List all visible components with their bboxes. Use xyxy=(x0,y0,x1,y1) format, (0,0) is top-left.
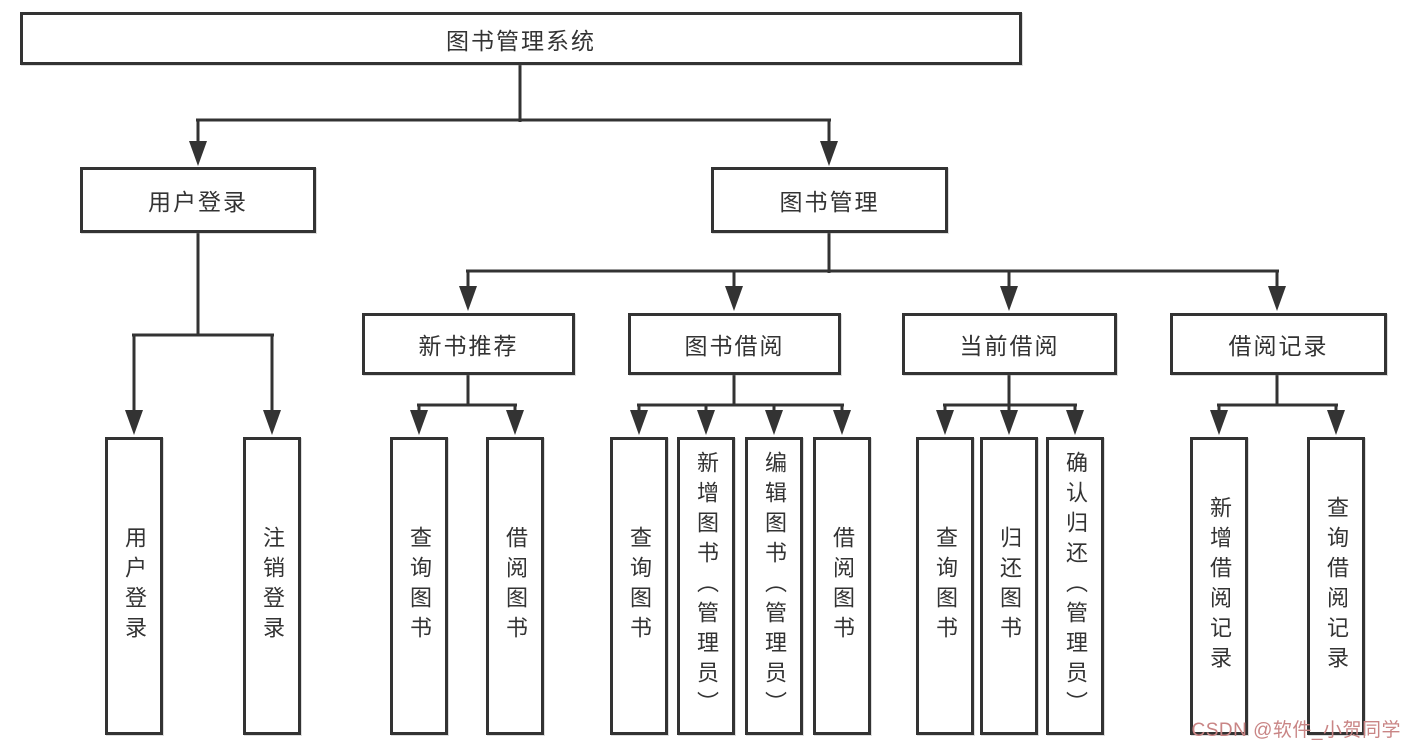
leaf-user-login: 用户登录 xyxy=(105,437,163,735)
node-library-management-system: 图书管理系统 xyxy=(20,12,1022,65)
node-current-borrow: 当前借阅 xyxy=(902,313,1117,375)
leaf-query-books-1: 查询图书 xyxy=(390,437,448,735)
leaf-query-books-3: 查询图书 xyxy=(916,437,974,735)
leaf-query-books-2: 查询图书 xyxy=(610,437,668,735)
csdn-watermark: CSDN @软件_小贺同学 xyxy=(1191,720,1401,741)
leaf-logout: 注销登录 xyxy=(243,437,301,735)
node-borrow-record: 借阅记录 xyxy=(1170,313,1387,375)
leaf-borrow-books-1: 借阅图书 xyxy=(486,437,544,735)
leaf-add-books-admin: 新增图书（管理员） xyxy=(677,437,735,735)
leaf-return-books: 归还图书 xyxy=(980,437,1038,735)
leaf-query-borrow-record: 查询借阅记录 xyxy=(1307,437,1365,735)
node-new-book-recommend: 新书推荐 xyxy=(362,313,575,375)
leaf-confirm-return-admin: 确认归还（管理员） xyxy=(1046,437,1104,735)
node-book-borrow: 图书借阅 xyxy=(628,313,841,375)
leaf-borrow-books-2: 借阅图书 xyxy=(813,437,871,735)
node-user-login: 用户登录 xyxy=(80,167,316,233)
leaf-edit-books-admin: 编辑图书（管理员） xyxy=(745,437,803,735)
leaf-add-borrow-record: 新增借阅记录 xyxy=(1190,437,1248,735)
node-book-management: 图书管理 xyxy=(711,167,948,233)
